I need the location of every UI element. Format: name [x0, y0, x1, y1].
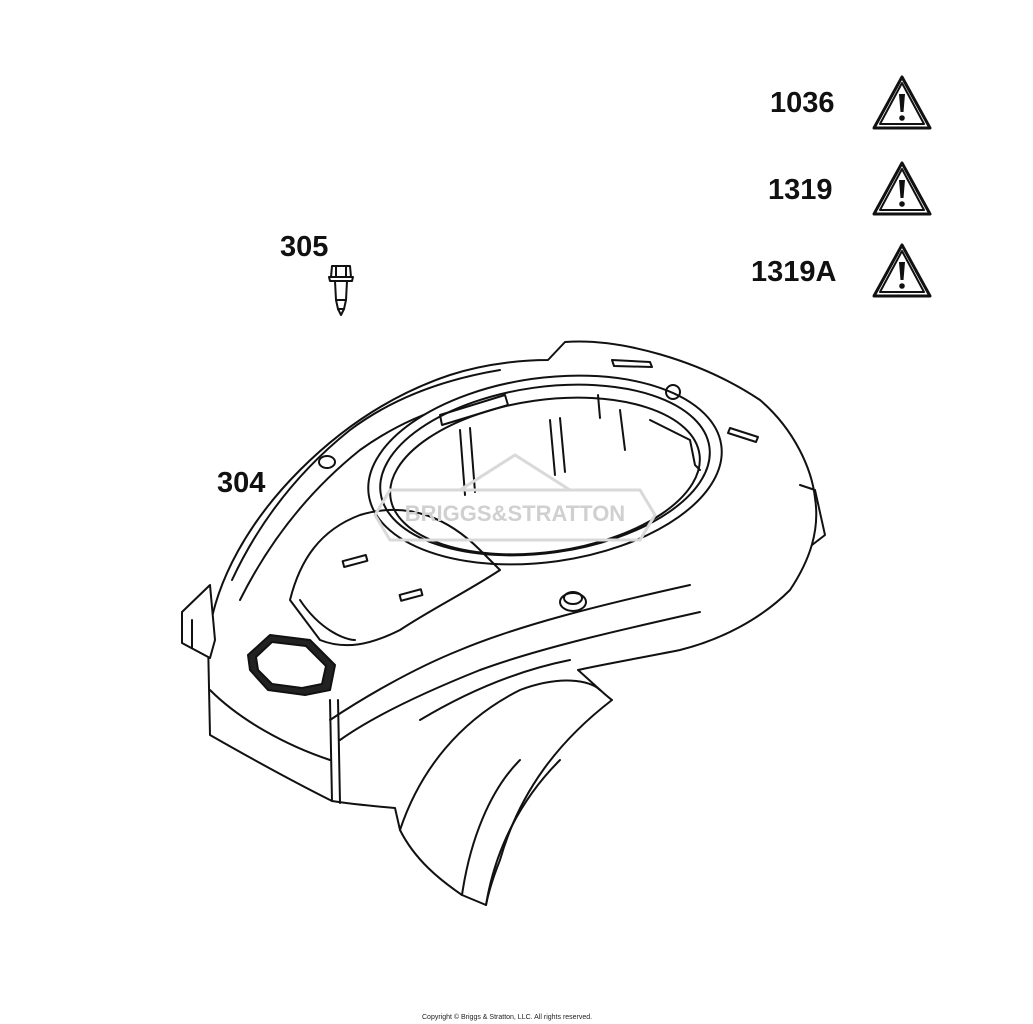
callout-1036: 1036: [770, 87, 835, 119]
warning-triangle-icon: [872, 161, 932, 216]
warning-triangle-icon: [872, 75, 932, 130]
copyright-notice: Copyright © Briggs & Stratton, LLC. All …: [422, 1014, 593, 1021]
callout-305: 305: [280, 231, 329, 263]
callout-1319: 1319: [768, 174, 833, 206]
warning-triangle-icon: [872, 243, 932, 298]
callout-304: 304: [217, 467, 266, 499]
callout-1319a: 1319A: [751, 256, 837, 288]
screw-305-drawing: [328, 265, 354, 316]
brand-watermark-text: BRIGGS&STRATTON: [405, 501, 625, 526]
brand-watermark: [373, 453, 657, 542]
blower-housing-304-drawing: [181, 340, 826, 906]
